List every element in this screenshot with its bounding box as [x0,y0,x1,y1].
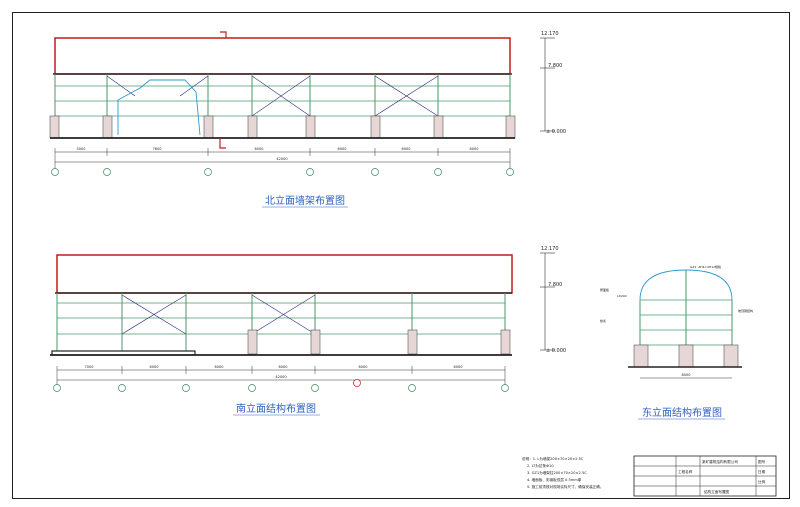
south-dim-3: 6000 [215,365,224,369]
north-roof-outline [54,37,511,75]
drawing-frame [12,12,790,499]
note-line-4: 4. 墙面板、彩钢板双层 0.5mm厚 [527,477,582,482]
south-total-dim: 42000 [275,375,286,379]
north-elev-top: 12.170 [541,31,559,37]
north-elev-mid: 7.800 [548,63,562,69]
north-dim-4: 6000 [338,147,347,151]
east-note-1: GZ1 -ZH4=4H12规格 [690,264,721,269]
south-dim-4: 6000 [279,365,288,369]
note-line-2: 2. LT为拉条Ф10 [527,463,554,468]
south-elev-mid: 7.800 [548,282,562,288]
note-line-3: 3. GZ1为墙架柱200×70×20×2.5C [527,470,587,475]
title-scale: 比例 [758,479,766,484]
south-dim-6: 6000 [454,365,463,369]
north-dim-2: 7800 [153,147,162,151]
south-title: 南立面结构布置图 [236,402,316,415]
east-elevation: GZ1 -ZH4=4H12规格 屋面板 坡顶钢结构 LD200 檩条 8000 … [600,264,753,420]
title-block: 某矿建筑结构有限公司 工程名称 结构立面布置图 图号 日期 比例 [633,455,777,497]
title-drawing: 结构立面布置图 [704,489,730,494]
north-dim-5: 6000 [402,147,411,151]
south-dim-1: 7000 [85,365,94,369]
north-dim-3: 6000 [255,147,264,151]
note-line-5: 5. 施工前须核对现场实际尺寸，确保安装正确。 [527,484,603,489]
north-dim-1: 5000 [77,147,86,151]
title-sheet: 图号 [758,459,766,464]
north-elevation: 5000 7800 6000 6000 6000 6000 42000 12.1… [49,31,566,208]
note-line-1: 说明：1. L为墙梁200×70×20×2.5C [522,456,584,461]
south-roof-outline [56,254,513,294]
south-dim-2: 6000 [150,365,159,369]
north-dim-6: 6000 [470,147,479,151]
title-project: 工程名称 [678,469,693,474]
east-note-5: 檩条 [600,318,606,323]
south-elev-top: 12.170 [541,246,559,252]
general-notes: 说明：1. L为墙梁200×70×20×2.5C 2. LT为拉条Ф10 3. … [522,456,603,489]
east-note-4: LD200 [617,294,627,298]
north-roof-marker [220,31,227,38]
east-note-2: 屋面板 [600,287,609,292]
south-elev-base: ± 0.000 [546,348,566,354]
east-title: 东立面结构布置图 [642,406,722,419]
title-company: 某矿建筑结构有限公司 [702,459,738,464]
north-title: 北立面墙架布置图 [265,194,345,207]
east-note-3: 坡顶钢结构 [738,308,753,313]
east-dim: 8000 [682,373,691,377]
north-opening [117,79,201,136]
north-total-dim: 42000 [276,157,287,161]
south-elevation: 7000 6000 6000 6000 6000 6000 42000 12.1… [50,246,566,416]
south-dim-5: 6000 [359,365,368,369]
title-date: 日期 [758,469,766,474]
north-elev-base: ± 0.000 [546,129,566,135]
